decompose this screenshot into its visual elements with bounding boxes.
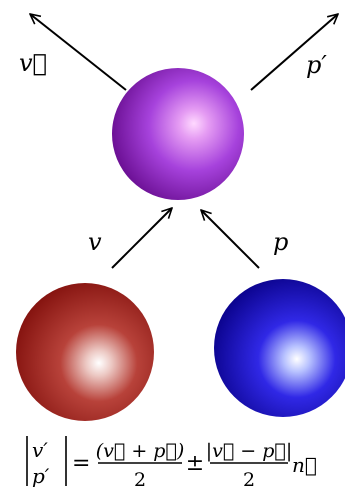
incoming-arrow-right bbox=[201, 210, 260, 269]
fraction2-numerator: |v⃗ − p⃗| bbox=[206, 440, 293, 462]
fraction1-numerator: (v⃗ + p⃗) bbox=[96, 440, 185, 462]
particle-p-sphere bbox=[214, 279, 345, 417]
formula-plus-minus: ± bbox=[186, 451, 204, 476]
fraction1-denominator: 2 bbox=[134, 469, 146, 491]
outgoing-arrow-left bbox=[30, 14, 127, 91]
label-outgoing-v: v⃗ bbox=[19, 49, 47, 77]
formula: v′ p′ = (v⃗ + p⃗) 2 ± |v⃗ − p⃗| 2 n⃗ bbox=[26, 436, 317, 491]
formula-unit-vector-n: n⃗ bbox=[292, 453, 317, 477]
label-incoming-v: v bbox=[88, 228, 102, 256]
incoming-arrow-left bbox=[111, 208, 172, 269]
outgoing-arrow-right bbox=[250, 14, 338, 91]
label-incoming-p: p bbox=[273, 228, 288, 256]
formula-p-prime: p′ bbox=[32, 464, 50, 488]
label-outgoing-p: p′ bbox=[306, 51, 327, 79]
particle-v-sphere bbox=[16, 283, 154, 421]
formula-v-prime: v′ bbox=[32, 438, 48, 462]
formula-equals: = bbox=[72, 451, 90, 476]
merged-particle-sphere bbox=[112, 68, 244, 200]
fraction2-denominator: 2 bbox=[243, 469, 255, 491]
